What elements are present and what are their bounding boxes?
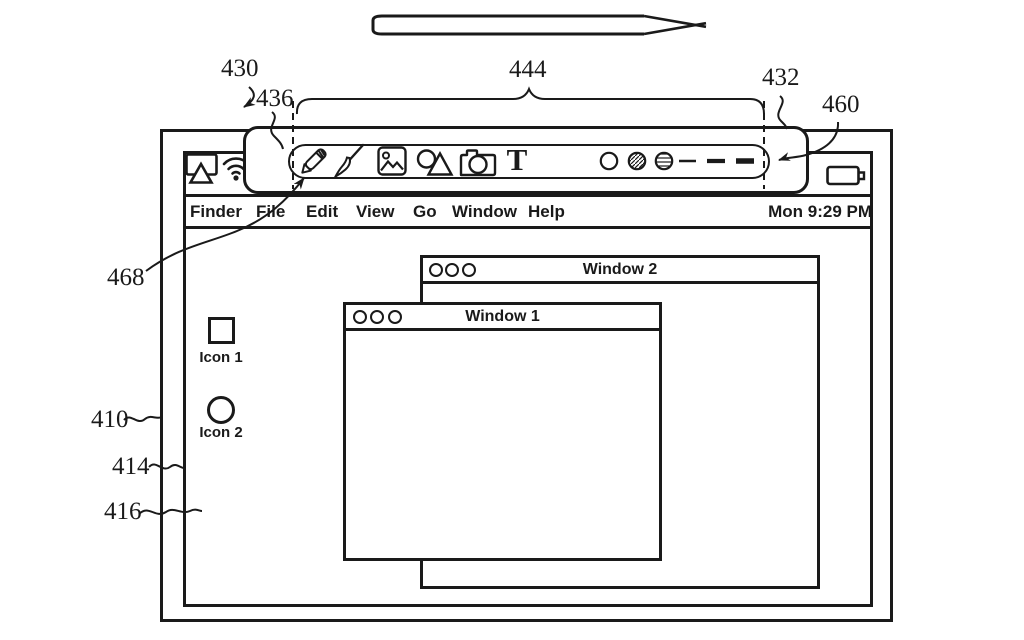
shapes-icon[interactable] (416, 147, 454, 177)
menu-clock: Mon 9:29 PM (768, 202, 872, 221)
ref-label-444: 444 (509, 56, 547, 83)
menu-bar-bottom-divider (186, 226, 870, 229)
menu-item-view[interactable]: View (356, 202, 395, 221)
image-icon[interactable] (377, 146, 407, 176)
window-2-title: Window 2 (582, 261, 658, 278)
menu-bar-top-divider (186, 194, 870, 197)
stylus (371, 14, 707, 36)
brace-444 (295, 86, 765, 115)
color-swatch-diagonal[interactable] (627, 151, 647, 171)
brush-icon[interactable] (333, 143, 367, 179)
text-tool-icon[interactable]: T (506, 142, 528, 177)
desktop-icon-1-label: Icon 1 (199, 349, 243, 366)
leader-410 (123, 415, 163, 422)
ref-label-432: 432 (762, 64, 800, 91)
ref-label-468: 468 (107, 264, 145, 291)
window-2-titlebar[interactable]: Window 2 (423, 258, 817, 284)
window-1-zoom-button[interactable] (388, 310, 402, 324)
desktop-icon-1[interactable] (208, 317, 235, 344)
swatch-and-stroke-group (599, 151, 754, 171)
menu-item-finder[interactable]: Finder (190, 202, 242, 221)
leader-432 (777, 95, 788, 130)
ref-label-410: 410 (91, 406, 129, 433)
window-1-close-button[interactable] (353, 310, 367, 324)
leader-430 (243, 86, 256, 108)
color-swatch-horizontal[interactable] (654, 151, 674, 171)
battery-icon (826, 165, 866, 186)
pencil-icon[interactable] (297, 143, 335, 180)
window-2-minimize-button[interactable] (445, 263, 459, 277)
window-1: Window 1 (343, 302, 662, 561)
ref-label-436: 436 (256, 85, 294, 112)
desktop-icon-2-label: Icon 2 (199, 424, 243, 441)
desktop-icon-2[interactable] (207, 396, 235, 424)
menu-item-help[interactable]: Help (528, 202, 565, 221)
window-1-minimize-button[interactable] (370, 310, 384, 324)
color-swatch-plain[interactable] (599, 151, 619, 171)
camera-icon[interactable] (459, 147, 497, 178)
ref-label-460: 460 (822, 91, 860, 118)
ref-label-430: 430 (221, 55, 259, 82)
window-1-titlebar[interactable]: Window 1 (346, 305, 659, 331)
window-2-close-button[interactable] (429, 263, 443, 277)
menu-item-file[interactable]: File (256, 202, 286, 221)
menu-item-edit[interactable]: Edit (306, 202, 339, 221)
ref-label-416: 416 (104, 498, 142, 525)
ref-label-414: 414 (112, 453, 150, 480)
airplay-icon[interactable] (185, 153, 219, 185)
menu-item-window[interactable]: Window (452, 202, 517, 221)
window-2-zoom-button[interactable] (462, 263, 476, 277)
window-1-title: Window 1 (465, 308, 540, 325)
menu-item-go[interactable]: Go (413, 202, 437, 221)
